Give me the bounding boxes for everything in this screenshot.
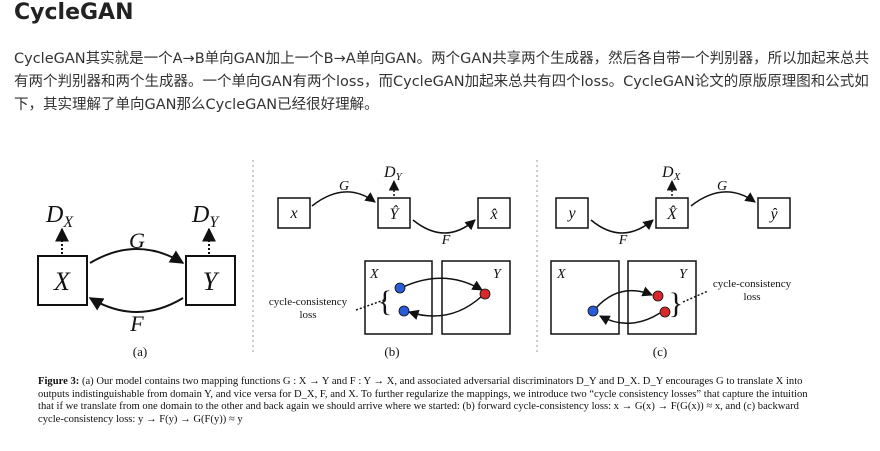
panel-a: DX DY X Y G F (a)	[37, 202, 236, 359]
panel-b-loss-label-2: loss	[299, 309, 316, 321]
panel-c-arrow-g	[690, 191, 756, 207]
panel-a-label-g: G	[129, 228, 145, 253]
panel-a-box-x	[37, 255, 88, 306]
panel-c-domain-y-label: Y	[679, 267, 689, 282]
panel-a-caption: (a)	[133, 344, 147, 359]
figure-caption-label: Figure 3:	[38, 376, 80, 387]
panel-c-label-y: y	[566, 205, 576, 222]
panel-a-label-y: Y	[203, 267, 220, 296]
panel-c-brace: }	[669, 287, 683, 320]
panel-b-label-x: x	[289, 205, 297, 222]
body-paragraph: CycleGAN其实就是一个A→B单向GAN加上一个B→A单向GAN。两个GAN…	[14, 51, 870, 113]
panel-c-point-y	[652, 290, 664, 302]
panel-b-arrow-forward	[402, 277, 483, 291]
panel-b-label-xhat: x̂	[489, 206, 497, 223]
panel-c-label-f: F	[618, 233, 628, 248]
panel-c-dx: DX	[661, 164, 682, 183]
cyclegan-figure: DX DY X Y G F (a) x Ŷ x̂ G F DY X Y {	[37, 160, 792, 359]
figure-caption: Figure 3: (a) Our model contains two map…	[38, 376, 818, 426]
panel-a-arrow-f	[88, 297, 184, 313]
panel-c-domain-x-label: X	[556, 267, 566, 282]
panel-c-arrow-forward	[595, 286, 653, 309]
panel-b-box-yhat	[377, 197, 411, 229]
panel-c-arrow-back	[599, 312, 661, 326]
panel-b-box-xhat	[477, 197, 511, 229]
panel-c-caption: (c)	[653, 344, 667, 359]
panel-c: y X̂ ŷ F G DX X Y } cycle-consistency lo…	[550, 164, 792, 359]
panel-c-point-yhat	[659, 306, 671, 318]
panel-c-loss-label-1: cycle-consistency	[713, 278, 792, 290]
panel-b-arrow-g	[311, 191, 376, 207]
panel-b-point-xhat	[398, 305, 410, 317]
panel-c-domain-x	[550, 260, 620, 335]
panel-b-caption: (b)	[384, 344, 399, 359]
panel-c-domain-y	[627, 260, 697, 335]
panel-c-box-y	[555, 197, 589, 229]
panel-b-label-g: G	[339, 179, 349, 194]
panel-a-box-y	[185, 255, 236, 306]
panel-b: x Ŷ x̂ G F DY X Y { cycle-consistency lo…	[269, 164, 511, 359]
panel-a-dy: DY	[191, 202, 220, 231]
panel-b-domain-y-label: Y	[493, 267, 503, 282]
panel-b-arrow-back	[407, 295, 483, 320]
panel-c-arrow-f	[590, 219, 654, 234]
panel-c-label-xhat: X̂	[666, 204, 678, 223]
panel-a-label-x: X	[53, 267, 71, 296]
panel-b-brace: {	[378, 285, 392, 318]
panel-b-loss-pointer	[355, 299, 385, 311]
panel-b-domain-x-label: X	[369, 267, 379, 282]
panel-b-domain-y	[441, 260, 511, 335]
panel-a-label-f: F	[129, 311, 144, 336]
panel-c-loss-pointer	[682, 290, 709, 303]
panel-c-box-xhat	[655, 197, 689, 229]
panel-c-loss-label-2: loss	[743, 291, 760, 303]
panel-b-box-x	[277, 197, 311, 229]
panel-c-label-g: G	[717, 179, 727, 194]
panel-b-point-yhat	[479, 288, 491, 300]
panel-a-dx: DX	[45, 202, 74, 231]
panel-b-arrow-f	[412, 219, 476, 234]
panel-b-label-yhat: Ŷ	[390, 204, 401, 223]
panel-b-point-x	[394, 282, 406, 294]
panel-c-label-yhat: ŷ	[768, 206, 778, 223]
panel-a-arrow-g	[89, 248, 185, 264]
panel-b-dy: DY	[383, 164, 404, 183]
panel-b-loss-label-1: cycle-consistency	[269, 296, 348, 308]
panel-c-point-xhat	[587, 305, 599, 317]
panel-c-box-yhat	[757, 197, 791, 229]
panel-b-domain-x	[364, 260, 433, 335]
page-title: CycleGAN	[14, 0, 134, 25]
panel-b-label-f: F	[441, 233, 451, 248]
figure-caption-text: (a) Our model contains two mapping funct…	[38, 376, 808, 425]
